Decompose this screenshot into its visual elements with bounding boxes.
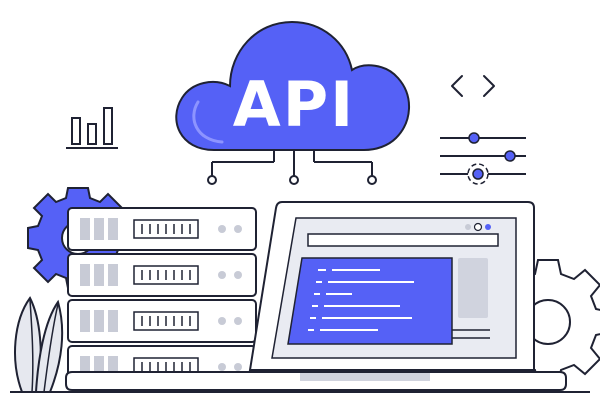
code-brackets-icon <box>451 75 495 97</box>
laptop-icon <box>65 201 567 391</box>
laptop-trackpad-notch <box>300 373 430 381</box>
slider-knob <box>472 168 484 180</box>
server-unit <box>67 207 257 251</box>
code-panel <box>287 257 453 345</box>
window-dot <box>485 224 491 230</box>
slider-knob <box>468 132 480 144</box>
bar-chart-icon <box>66 107 118 149</box>
window-dot <box>473 222 483 232</box>
slider-controls-icon <box>440 132 526 185</box>
plant-leaf-icon <box>14 296 64 393</box>
cloud-connectors <box>207 150 377 185</box>
side-panel <box>458 258 488 318</box>
server-unit <box>67 253 257 297</box>
server-unit <box>67 299 257 343</box>
window-dot <box>465 224 471 230</box>
cloud-icon: API <box>175 20 411 151</box>
slider-knob <box>504 150 516 162</box>
code-lines <box>308 269 414 331</box>
browser-address-bar <box>307 233 499 247</box>
cloud-label: API <box>233 68 356 141</box>
server-rack-icon <box>67 207 257 389</box>
